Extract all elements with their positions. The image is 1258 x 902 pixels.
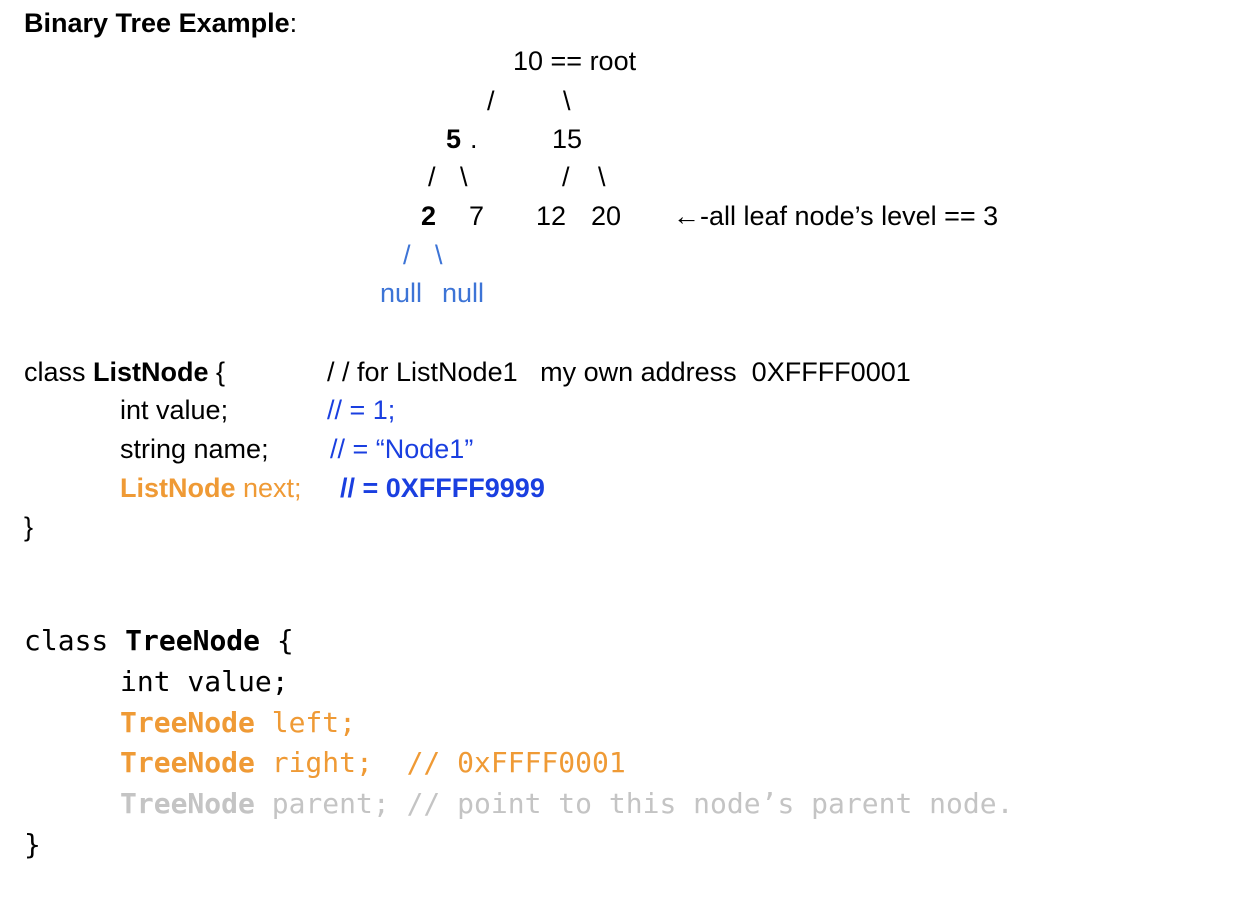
treenode-parent-rest: parent; // point to this node’s parent n… (254, 787, 1014, 820)
treenode-close-brace: } (24, 828, 41, 861)
treenode-right-type: TreeNode (120, 746, 255, 779)
tree-leaf-12: 12 (536, 201, 567, 231)
listnode-next-type: ListNode (120, 473, 236, 503)
listnode-class-name: ListNode (93, 357, 209, 387)
listnode-close-brace: } (24, 512, 34, 542)
treenode-right-rest: right; // 0xFFFF0001 (254, 746, 626, 779)
listnode-header-comment: / / for ListNode1 my own address 0XFFFF0… (327, 357, 911, 387)
tree-edge-15-right: \ (598, 162, 606, 192)
tree-null-left: null (380, 278, 423, 308)
tree-edge-5-left: / (428, 162, 436, 192)
listnode-field-value-comment: // = 1; (327, 395, 396, 425)
treenode-left-type: TreeNode (120, 706, 255, 739)
tree-edge-root-left: / (487, 86, 495, 116)
treenode-class-keyword: class (24, 624, 126, 657)
tree-edge-null-left: / (403, 240, 411, 270)
listnode-open-brace: { (208, 357, 226, 387)
tree-leaf-20: 20 (591, 201, 622, 231)
listnode-next-rest: next; (235, 473, 302, 503)
listnode-field-value: int value; (120, 395, 229, 425)
treenode-field-value: int value; (120, 665, 289, 698)
treenode-field-left: TreeNode left; (120, 706, 356, 740)
tree-edge-root-right: \ (563, 86, 571, 116)
treenode-open-brace: { (260, 624, 294, 657)
treenode-class-header: class TreeNode { (24, 624, 294, 658)
tree-leaf-7: 7 (469, 201, 485, 231)
tree-edge-null-right: \ (435, 240, 443, 270)
tree-node-5-dot: . (470, 124, 478, 154)
treenode-field-parent: TreeNode parent; // point to this node’s… (120, 787, 1013, 821)
tree-edge-15-left: / (562, 162, 570, 192)
tree-root-label: 10 == root (513, 46, 637, 76)
page-title: Binary Tree Example: (24, 8, 297, 38)
tree-node-5: 5 (446, 124, 462, 154)
listnode-field-next: ListNode next; (120, 473, 302, 503)
title-text: Binary Tree Example (24, 8, 290, 38)
tree-leaf-2: 2 (421, 201, 437, 231)
treenode-parent-type: TreeNode (120, 787, 255, 820)
treenode-field-right: TreeNode right; // 0xFFFF0001 (120, 746, 626, 780)
tree-node-15: 15 (552, 124, 583, 154)
treenode-class-name: TreeNode (125, 624, 261, 657)
leaf-level-annotation: ←-all leaf node’s level == 3 (673, 201, 999, 231)
listnode-field-next-comment: // = 0XFFFF9999 (340, 473, 545, 503)
listnode-class-header: class ListNode { (24, 357, 225, 387)
listnode-class-keyword: class (24, 357, 94, 387)
title-colon: : (289, 8, 298, 38)
listnode-field-name: string name; (120, 434, 269, 464)
tree-null-right: null (442, 278, 485, 308)
tree-edge-5-right: \ (460, 162, 468, 192)
listnode-field-name-comment: // = “Node1” (330, 434, 474, 464)
treenode-left-rest: left; (254, 706, 357, 739)
